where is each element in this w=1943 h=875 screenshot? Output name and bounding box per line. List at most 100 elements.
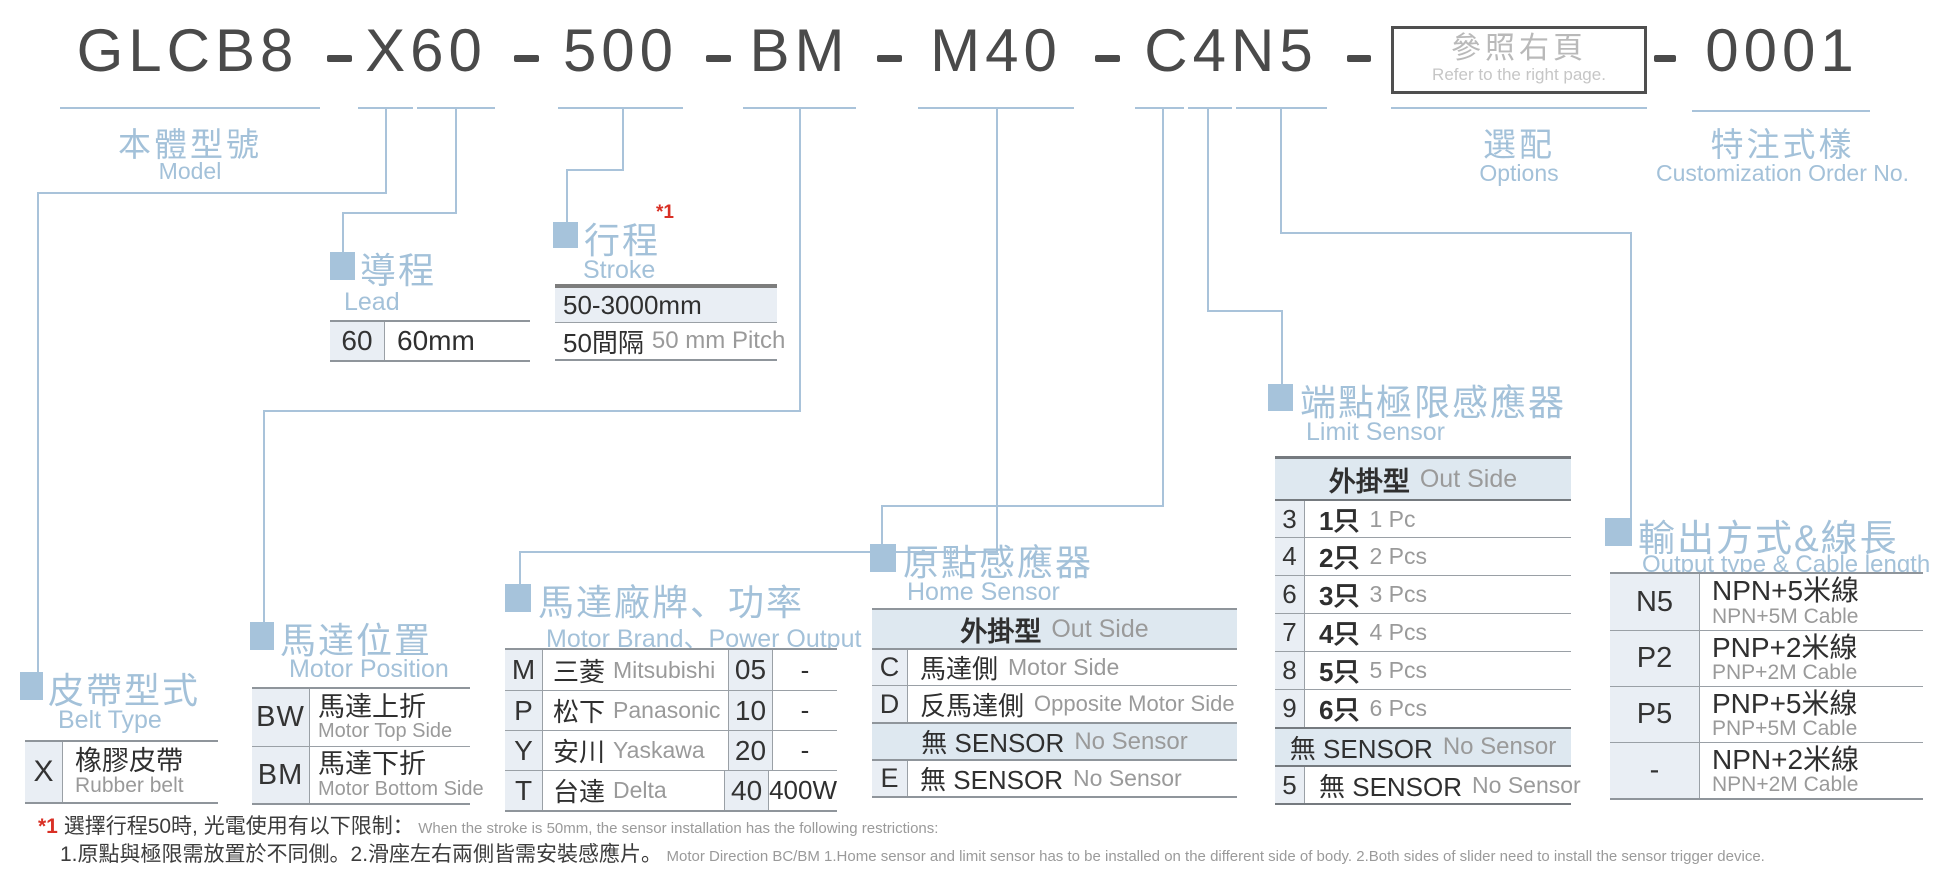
code-separator: [706, 55, 731, 62]
label-options-cn: 選配: [1483, 126, 1555, 163]
limit-sensor-qty-en: 5 Pcs: [1369, 657, 1427, 683]
lead-title-cn: 導程: [360, 250, 437, 291]
limit-sensor-qty-cn: 6只: [1319, 695, 1360, 725]
motor-power-code-cell: 10: [729, 691, 773, 730]
limit-sensor-qty-en: 1 Pc: [1369, 505, 1416, 532]
limit-sensor-qty-en: 3 Pcs: [1369, 581, 1427, 607]
output-desc-en: NPN+5M Cable: [1712, 604, 1859, 628]
motor-brand-en: Mitsubishi: [613, 656, 716, 683]
table-header-row: 無 SENSOR No Sensor: [872, 722, 1237, 759]
table-row: Y 安川 Yaskawa 20 -: [505, 730, 837, 770]
connector-lead: [455, 107, 457, 212]
motor-position-section-square: [250, 622, 274, 650]
motor-power-code-cell: 20: [729, 731, 773, 770]
connector-output: [1630, 232, 1632, 518]
output-desc-cn: PNP+2米線: [1712, 631, 1858, 663]
home-sensor-desc-cn: 反馬達側: [920, 690, 1025, 721]
home-sensor-section-square: [870, 544, 896, 572]
limit-sensor-code-cell: 3: [1275, 501, 1305, 537]
motor-brand-section-square: [505, 584, 531, 612]
output-code-cell: N5: [1610, 574, 1700, 630]
footnote-ref: *1: [38, 815, 58, 838]
limit-sensor-title-en: Limit Sensor: [1306, 418, 1445, 446]
table-row: 4 2只 2 Pcs: [1275, 537, 1571, 575]
stroke-pitch-cn: 50間隔: [563, 327, 644, 358]
limit-sensor-code-cell: 6: [1275, 576, 1305, 613]
underline-stroke: [558, 107, 683, 109]
table-row: C 馬達側 Motor Side: [872, 648, 1237, 685]
connector-stroke: [566, 169, 568, 222]
code-separator: [1095, 55, 1120, 62]
output-desc-cn: PNP+5米線: [1712, 687, 1858, 719]
home-sensor-desc-en: Motor Side: [1008, 654, 1120, 680]
table-row: 3 1只 1 Pc: [1275, 499, 1571, 537]
connector-home-sensor: [1162, 107, 1164, 505]
belt-desc-en: Rubber belt: [75, 774, 184, 798]
limit-sensor-qty-cn: 2只: [1319, 543, 1360, 573]
connector-belt: [37, 192, 39, 672]
connector-limit-sensor: [1207, 310, 1283, 312]
connector-motor-brand: [996, 107, 998, 551]
table-row: - NPN+2米線 NPN+2M Cable: [1610, 742, 1923, 798]
label-customization-cn: 特注式樣: [1710, 126, 1855, 163]
stroke-table: 50-3000mm 50間隔 50 mm Pitch: [555, 284, 785, 361]
limit-no-sensor-header-cn: 無 SENSOR: [1289, 733, 1433, 764]
limit-sensor-qty-en: 2 Pcs: [1369, 543, 1427, 569]
home-sensor-table: 外掛型 Out Side C 馬達側 Motor Side D 反馬達側 Opp…: [872, 608, 1237, 798]
options-box-text-cn: 參照右頁: [1451, 31, 1587, 65]
lead-section-square: [330, 252, 355, 280]
underline-options: [1391, 107, 1647, 109]
connector-motor-brand: [519, 551, 998, 553]
connector-lead: [342, 212, 344, 252]
lead-desc-cell: 60mm: [397, 325, 475, 356]
home-sensor-desc-en: No Sensor: [1073, 765, 1182, 791]
motor-position-code-cell: BM: [252, 747, 310, 803]
belt-code-cell: X: [25, 742, 63, 802]
motor-brand-en: Delta: [613, 777, 667, 803]
code-separator: [877, 55, 902, 62]
table-row: BW 馬達上折 Motor Top Side: [252, 689, 470, 746]
home-no-sensor-header-en: No Sensor: [1074, 727, 1188, 755]
motor-position-title-cn: 馬達位置: [280, 620, 433, 661]
connector-limit-sensor: [1207, 107, 1209, 310]
limit-sensor-qty-cn: 1只: [1319, 505, 1360, 536]
connector-motor-position: [263, 410, 801, 412]
code-segment-motor-brand-power: M40: [930, 17, 1062, 84]
motor-position-desc-cn: 馬達上折: [318, 691, 426, 722]
home-sensor-title-en: Home Sensor: [907, 578, 1060, 606]
connector-belt: [385, 107, 387, 192]
limit-no-sensor-header-en: No Sensor: [1442, 733, 1557, 760]
options-reference-box: 參照右頁 Refer to the right page.: [1391, 26, 1647, 94]
underline-home-sensor: [1135, 107, 1184, 109]
label-customization-en: Customization Order No.: [1655, 160, 1910, 186]
motor-brand-code-cell: T: [505, 771, 543, 810]
connector-limit-sensor: [1281, 310, 1283, 384]
limit-sensor-code-cell: 7: [1275, 614, 1305, 651]
code-segment-belt-lead: X60: [365, 17, 487, 84]
code-separator: [514, 55, 539, 62]
motor-position-desc-en: Motor Top Side: [318, 720, 453, 743]
stroke-footnote-ref: *1: [656, 202, 674, 223]
home-sensor-desc-cn: 馬達側: [920, 654, 999, 684]
motor-brand-cn: 安川: [553, 737, 606, 767]
footnote-line1-cn: 選擇行程50時, 光電使用有以下限制：: [57, 815, 414, 838]
motor-brand-cn: 松下: [553, 697, 606, 727]
underline-body: [60, 107, 320, 109]
stroke-title-cn: 行程: [584, 220, 661, 261]
limit-sensor-section-square: [1268, 384, 1293, 411]
table-row: BM 馬達下折 Motor Bottom Side: [252, 746, 484, 803]
home-sensor-title-cn: 原點感應器: [903, 542, 1094, 583]
options-box-text-en: Refer to the right page.: [1432, 64, 1606, 84]
belt-desc-cn: 橡膠皮帶: [75, 745, 183, 776]
connector-stroke: [622, 107, 624, 169]
connector-motor-position: [263, 410, 265, 622]
underline-limit-sensor: [1188, 107, 1232, 109]
output-section-square: [1605, 518, 1632, 546]
stroke-pitch-en: 50 mm Pitch: [651, 327, 786, 354]
home-sensor-header-cn: 外掛型: [960, 616, 1042, 647]
motor-position-table: BW 馬達上折 Motor Top Side BM 馬達下折 Motor Bot…: [252, 687, 484, 805]
table-row: N5 NPN+5米線 NPN+5M Cable: [1610, 574, 1923, 630]
table-row: 7 4只 4 Pcs: [1275, 613, 1571, 651]
limit-sensor-qty-cn: 3只: [1319, 581, 1360, 611]
home-sensor-code-cell: C: [872, 650, 908, 685]
